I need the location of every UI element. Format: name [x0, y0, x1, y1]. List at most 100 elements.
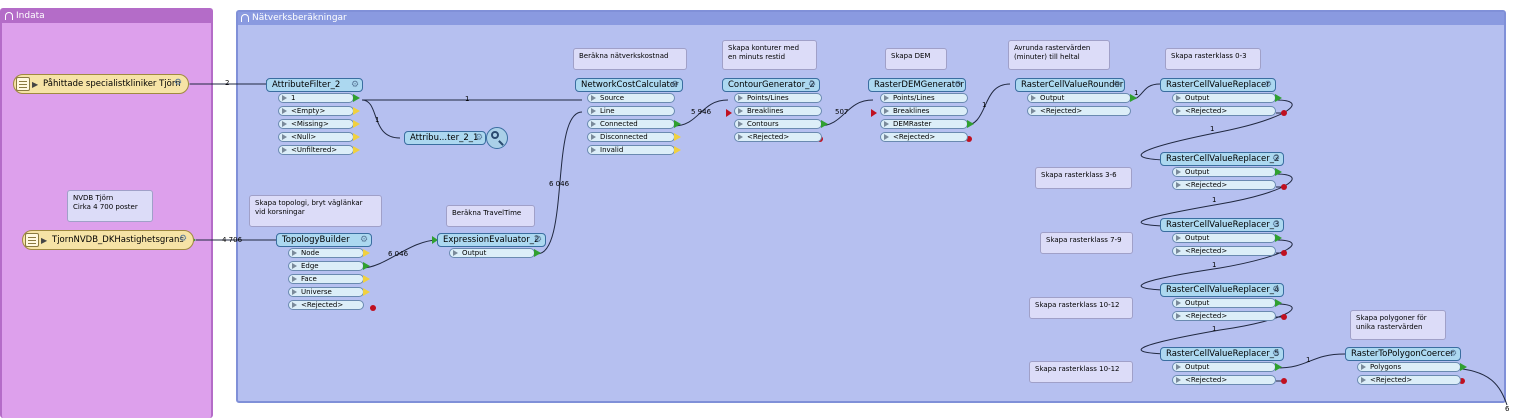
bookmark-header[interactable]: Indata [2, 10, 211, 23]
output-port[interactable]: Disconnected [587, 132, 681, 142]
output-port[interactable]: Output [1172, 298, 1282, 308]
output-port[interactable]: Output [1027, 93, 1137, 103]
transformer-replacer5[interactable]: RasterCellValueReplacer_5⚙ [1160, 347, 1284, 361]
output-port[interactable]: Output [1172, 233, 1282, 243]
annotation-klass-7-9[interactable]: Skapa rasterklass 7-9 [1040, 232, 1133, 254]
output-port[interactable]: <Rejected> [1172, 246, 1276, 256]
annotation-polygoner[interactable]: Skapa polygoner för unika rastervärden [1350, 310, 1446, 340]
output-port[interactable]: Node [288, 248, 370, 258]
transformer-rounder[interactable]: RasterCellValueRounder⚙ [1015, 78, 1125, 92]
input-port[interactable]: Line [587, 106, 675, 116]
transformer-replacer3[interactable]: RasterCellValueReplacer_3⚙ [1160, 218, 1284, 232]
output-port[interactable]: <Null> [278, 132, 360, 142]
output-port[interactable]: <Rejected> [1357, 375, 1461, 385]
unused-port-arrow[interactable] [363, 249, 370, 257]
annotation-traveltime[interactable]: Beräkna TravelTime [446, 205, 535, 227]
output-port[interactable]: Invalid [587, 145, 681, 155]
reader-specialistkliniker[interactable]: ▶ Påhittade specialistkliniker Tjörn ⚙ [13, 74, 189, 94]
transformer-inspector[interactable]: Attribu...ter_2_1 ⚙ [404, 131, 486, 145]
gear-icon[interactable]: ⚙ [1113, 80, 1122, 90]
output-port[interactable]: <Rejected> [1027, 106, 1131, 116]
output-port[interactable]: Edge [288, 261, 370, 271]
transformer-networkcost[interactable]: NetworkCostCalculator⚙ [575, 78, 683, 92]
output-port[interactable]: <Rejected> [1172, 180, 1276, 190]
unused-port-arrow[interactable] [674, 133, 681, 141]
unused-port-arrow[interactable] [353, 133, 360, 141]
unused-port-arrow[interactable] [674, 146, 681, 154]
transformer-dem[interactable]: RasterDEMGenerator⚙ [868, 78, 966, 92]
bookmark-header[interactable]: Nätverksberäkningar [238, 12, 1504, 25]
unused-port-arrow[interactable] [353, 146, 360, 154]
output-port-arrow[interactable] [1275, 299, 1282, 307]
unused-port-arrow[interactable] [353, 120, 360, 128]
input-port[interactable]: Breaklines [734, 106, 822, 116]
gear-icon[interactable]: ⚙ [174, 78, 183, 88]
output-port-arrow[interactable] [821, 120, 828, 128]
output-port-arrow[interactable] [353, 94, 360, 102]
annotation-konturer[interactable]: Skapa konturer med en minuts restid [722, 40, 817, 70]
annotation-klass-10-12[interactable]: Skapa rasterklass 10-12 [1029, 297, 1133, 319]
transformer-replacer2[interactable]: RasterCellValueReplacer_2⚙ [1160, 152, 1284, 166]
output-port[interactable]: Output [1172, 167, 1282, 177]
gear-icon[interactable]: ⚙ [360, 235, 369, 245]
annotation-natverkskostnad[interactable]: Beräkna nätverkskostnad [573, 48, 687, 70]
gear-icon[interactable]: ⚙ [1272, 349, 1281, 359]
output-port[interactable]: Face [288, 274, 370, 284]
transformer-topology[interactable]: TopologyBuilder⚙ [276, 233, 372, 247]
magnifier-icon[interactable] [486, 127, 508, 149]
gear-icon[interactable]: ⚙ [1272, 285, 1281, 295]
input-port[interactable]: Breaklines [880, 106, 968, 116]
gear-icon[interactable]: ⚙ [475, 133, 484, 143]
output-port[interactable]: <Rejected> [1172, 375, 1276, 385]
output-port[interactable]: <Missing> [278, 119, 360, 129]
output-port[interactable]: <Unfiltered> [278, 145, 360, 155]
gear-icon[interactable]: ⚙ [1272, 154, 1281, 164]
gear-icon[interactable]: ⚙ [1449, 349, 1458, 359]
gear-icon[interactable]: ⚙ [808, 80, 817, 90]
transformer-expression[interactable]: ExpressionEvaluator_2⚙ [437, 233, 546, 247]
transformer-replacer4[interactable]: RasterCellValueReplacer_4⚙ [1160, 283, 1284, 297]
transformer-attributefilter[interactable]: AttributeFilter_2⚙ [266, 78, 363, 92]
annotation-klass-3-6[interactable]: Skapa rasterklass 3-6 [1035, 167, 1132, 189]
transformer-replacer1[interactable]: RasterCellValueReplacer⚙ [1160, 78, 1276, 92]
output-port[interactable]: DEMRaster [880, 119, 974, 129]
output-port-arrow[interactable] [534, 249, 541, 257]
expand-arrow-icon[interactable]: ▶ [41, 236, 48, 245]
gear-icon[interactable]: ⚙ [1272, 220, 1281, 230]
output-port[interactable]: Output [1172, 93, 1282, 103]
bookmark-natverksberakningar[interactable]: Nätverksberäkningar [236, 10, 1506, 403]
gear-icon[interactable]: ⚙ [179, 234, 188, 244]
annotation-klass-10-12[interactable]: Skapa rasterklass 10-12 [1029, 361, 1133, 383]
annotation-avrunda[interactable]: Avrunda rastervärden (minuter) till helt… [1008, 40, 1110, 70]
output-port[interactable]: <Rejected> [734, 132, 822, 142]
annotation-nvdb[interactable]: NVDB Tjörn Cirka 4 700 poster [67, 190, 153, 222]
output-port-arrow[interactable] [1275, 234, 1282, 242]
output-port[interactable]: <Rejected> [1172, 106, 1276, 116]
transformer-contour[interactable]: ContourGenerator_2⚙ [722, 78, 820, 92]
output-port[interactable]: <Rejected> [288, 300, 364, 310]
gear-icon[interactable]: ⚙ [534, 235, 543, 245]
output-port-arrow[interactable] [1275, 168, 1282, 176]
output-port[interactable]: Polygons [1357, 362, 1467, 372]
output-port[interactable]: <Rejected> [880, 132, 968, 142]
output-port-arrow[interactable] [1130, 94, 1137, 102]
output-port[interactable]: Contours [734, 119, 828, 129]
output-port[interactable]: Output [1172, 362, 1282, 372]
output-port-arrow[interactable] [1460, 363, 1467, 371]
gear-icon[interactable]: ⚙ [1264, 80, 1273, 90]
annotation-klass-0-3[interactable]: Skapa rasterklass 0-3 [1165, 48, 1261, 70]
annotation-dem[interactable]: Skapa DEM [885, 48, 947, 70]
gear-icon[interactable]: ⚙ [954, 80, 963, 90]
unused-port-arrow[interactable] [363, 288, 370, 296]
output-port-arrow[interactable] [363, 262, 370, 270]
gear-icon[interactable]: ⚙ [351, 80, 360, 90]
output-port-arrow[interactable] [1275, 363, 1282, 371]
input-port[interactable]: Points/Lines [880, 93, 968, 103]
output-port[interactable]: 1 [278, 93, 360, 103]
output-port[interactable]: Output [449, 248, 541, 258]
unused-port-arrow[interactable] [363, 275, 370, 283]
output-port-arrow[interactable] [967, 120, 974, 128]
expand-arrow-icon[interactable]: ▶ [32, 80, 39, 89]
output-port[interactable]: Connected [587, 119, 681, 129]
gear-icon[interactable]: ⚙ [671, 80, 680, 90]
